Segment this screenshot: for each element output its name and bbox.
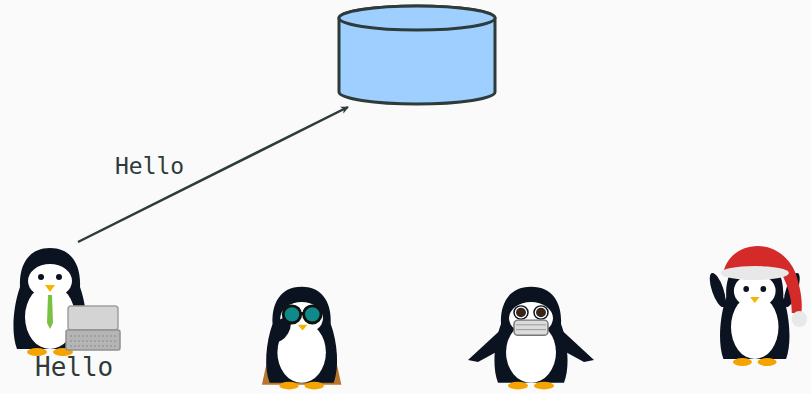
- database-cylinder: [336, 3, 498, 107]
- edge-label: Hello: [115, 155, 184, 178]
- penguin-santa: [706, 246, 807, 366]
- penguin-mask: [468, 287, 594, 390]
- message-arrow: [78, 107, 348, 242]
- penguin-sender: Hello: [0, 242, 125, 387]
- cylinder-outline: [336, 3, 498, 107]
- penguin-sunglasses: [262, 287, 342, 390]
- node-label: Hello: [35, 354, 113, 380]
- laptop: [66, 306, 120, 350]
